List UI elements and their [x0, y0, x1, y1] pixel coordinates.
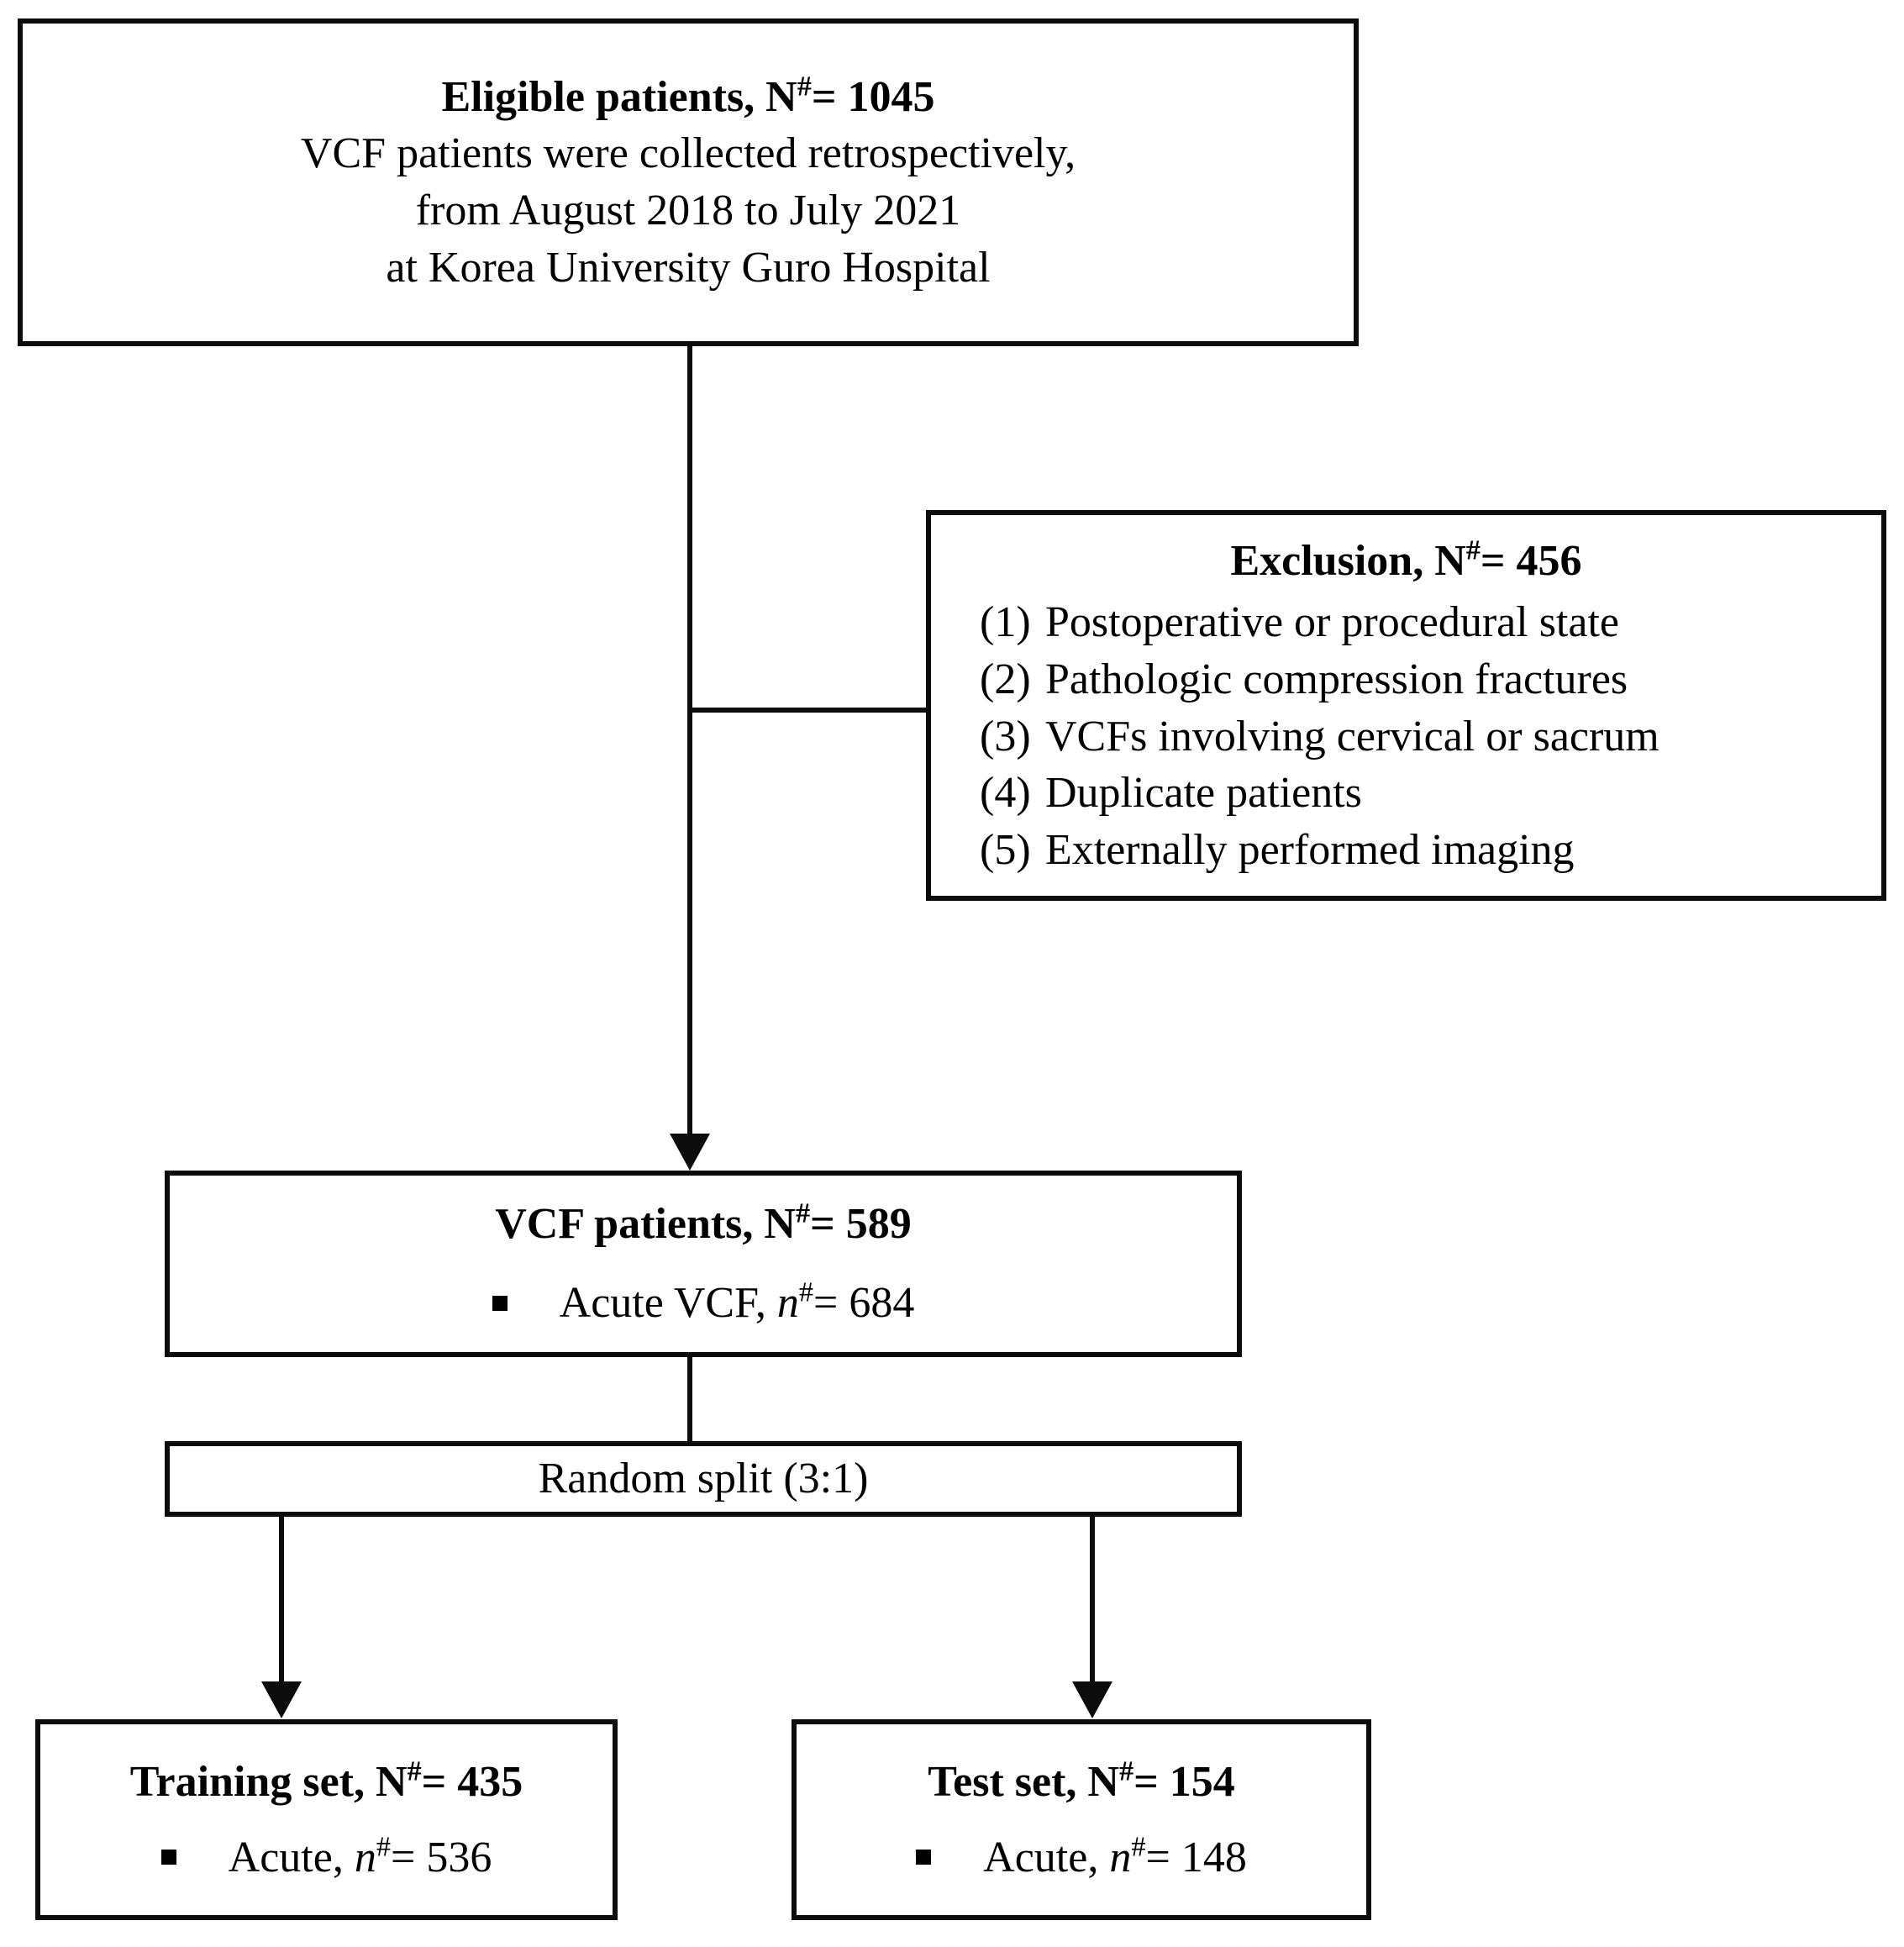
exclusion-item-text: Externally performed imaging [1045, 825, 1575, 874]
vcf-acute-prefix: Acute VCF, [559, 1279, 777, 1327]
vcf-heading-value: = 589 [810, 1200, 912, 1249]
test-acute-symbol: n [1109, 1833, 1132, 1881]
arrowhead-to-test-box [1072, 1681, 1112, 1718]
exclusion-item-number: (1) [980, 598, 1031, 647]
vcf-acute-symbol: n [776, 1279, 799, 1327]
connector-eligible-to-vcf [687, 346, 692, 1134]
test-heading-label: Test set, N [928, 1757, 1119, 1806]
training-heading-superscript: # [407, 1755, 422, 1787]
exclusion-item-number: (4) [980, 769, 1031, 818]
vcf-acute-label: Acute VCF, n#= 684 [560, 1275, 915, 1332]
square-bullet-icon [492, 1295, 508, 1311]
exclusion-item-text: Duplicate patients [1045, 769, 1362, 818]
square-bullet-icon [916, 1850, 932, 1865]
training-acute-value: = 536 [391, 1833, 492, 1881]
exclusion-item-text: Pathologic compression fractures [1045, 655, 1628, 703]
training-set-heading: Training set, N#= 435 [60, 1754, 592, 1811]
list-item: (3) VCFs involving cervical or sacrum [980, 708, 1859, 766]
eligible-detail-line-2: from August 2018 to July 2021 [415, 187, 961, 234]
exclusion-criteria-list: (1) Postoperative or procedural state (2)… [953, 594, 1859, 878]
exclusion-item-number: (5) [980, 825, 1031, 874]
connector-split-right-leg [1090, 1517, 1095, 1681]
test-set-heading: Test set, N#= 154 [817, 1754, 1346, 1811]
vcf-acute-value: = 684 [813, 1279, 915, 1327]
test-set-box: Test set, N#= 154 Acute, n#= 148 [792, 1719, 1371, 1920]
vcf-acute-superscript: # [798, 1276, 814, 1308]
list-item: (5) Externally performed imaging [980, 822, 1859, 879]
arrowhead-to-training-box [261, 1681, 302, 1718]
eligible-patients-box: Eligible patients, N#= 1045 VCF patients… [18, 18, 1359, 346]
eligible-heading-label: Eligible patients, N [441, 72, 797, 121]
random-split-box: Random split (3:1) [165, 1441, 1242, 1517]
exclusion-heading-label: Exclusion, N [1230, 536, 1466, 585]
vcf-patients-box: VCF patients, N#= 589 Acute VCF, n#= 684 [165, 1171, 1242, 1357]
random-split-label: Random split (3:1) [538, 1455, 869, 1503]
eligible-detail-line-1: VCF patients were collected retrospectiv… [300, 129, 1076, 178]
square-bullet-icon [160, 1850, 176, 1865]
exclusion-heading-superscript: # [1465, 534, 1481, 566]
test-acute-superscript: # [1131, 1830, 1146, 1863]
vcf-heading-label: VCF patients, N [495, 1200, 796, 1249]
exclusion-item-text: Postoperative or procedural state [1045, 598, 1619, 647]
vcf-acute-bullet-row: Acute VCF, n#= 684 [195, 1275, 1212, 1332]
eligible-detail-line-3: at Korea University Guro Hospital [386, 243, 991, 292]
training-acute-label: Acute, n#= 536 [229, 1829, 492, 1886]
exclusion-item-number: (3) [980, 712, 1031, 760]
training-heading-value: = 435 [421, 1757, 523, 1806]
eligible-heading-superscript: # [797, 70, 812, 103]
eligible-patients-heading: Eligible patients, N#= 1045 [56, 69, 1320, 126]
training-heading-label: Training set, N [129, 1757, 408, 1806]
training-acute-prefix: Acute, [228, 1833, 355, 1881]
training-set-box: Training set, N#= 435 Acute, n#= 536 [35, 1719, 618, 1920]
test-acute-bullet-row: Acute, n#= 148 [817, 1829, 1346, 1886]
connector-split-left-leg [279, 1517, 284, 1681]
connector-vcf-to-random-split [687, 1357, 692, 1441]
test-heading-superscript: # [1118, 1755, 1134, 1787]
exclusion-heading: Exclusion, N#= 456 [953, 533, 1859, 590]
training-acute-bullet-row: Acute, n#= 536 [60, 1829, 592, 1886]
test-acute-value: = 148 [1145, 1833, 1247, 1881]
test-acute-prefix: Acute, [983, 1833, 1110, 1881]
list-item: (2) Pathologic compression fractures [980, 651, 1859, 708]
list-item: (4) Duplicate patients [980, 765, 1859, 822]
test-heading-value: = 154 [1133, 1757, 1235, 1806]
test-acute-label: Acute, n#= 148 [983, 1829, 1247, 1886]
exclusion-box: Exclusion, N#= 456 (1) Postoperative or p… [926, 510, 1886, 901]
vcf-heading-superscript: # [795, 1197, 811, 1230]
exclusion-item-number: (2) [980, 655, 1031, 703]
vcf-patients-heading: VCF patients, N#= 589 [195, 1196, 1212, 1253]
list-item: (1) Postoperative or procedural state [980, 594, 1859, 651]
arrowhead-to-vcf-box [670, 1134, 710, 1171]
training-acute-symbol: n [354, 1833, 376, 1881]
exclusion-heading-value: = 456 [1480, 536, 1582, 585]
connector-trunk-to-exclusion [687, 708, 931, 713]
exclusion-item-text: VCFs involving cervical or sacrum [1045, 712, 1659, 760]
eligible-heading-value: = 1045 [811, 72, 935, 121]
training-acute-superscript: # [376, 1830, 391, 1863]
